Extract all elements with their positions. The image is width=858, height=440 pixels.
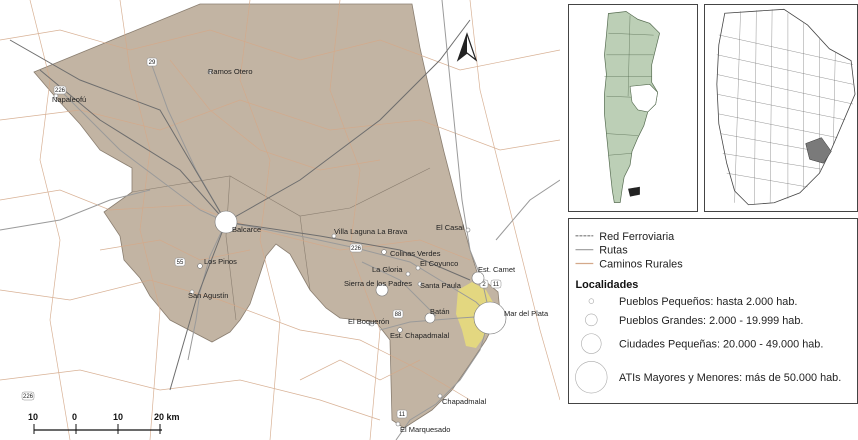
town-label: Balcarce bbox=[232, 225, 261, 234]
inset-map-argentina bbox=[568, 4, 698, 212]
town-label: Ramos Otero bbox=[208, 67, 253, 76]
town-label: Los Pinos bbox=[204, 257, 237, 266]
legend-size-label: Pueblos Pequeños: hasta 2.000 hab. bbox=[619, 296, 797, 308]
town-label: Santa Paula bbox=[420, 281, 462, 290]
scale-bar: 10 0 10 20 km bbox=[28, 412, 180, 434]
town-marker bbox=[207, 69, 213, 75]
town-marker bbox=[369, 321, 375, 327]
town-marker bbox=[331, 233, 337, 239]
town-labels: Ramos Otero Napaleofú Balcarce Los Pinos… bbox=[52, 67, 549, 434]
town-label: El Marquesado bbox=[400, 425, 450, 434]
legend: Red Ferroviaria Rutas Caminos Rurales Lo… bbox=[568, 218, 858, 404]
town-label: Mar del Plata bbox=[504, 309, 549, 318]
town-marker bbox=[465, 227, 471, 233]
town-label: Chapadmalal bbox=[442, 397, 487, 406]
railway bbox=[9, 19, 471, 391]
town-label: San Agustín bbox=[188, 291, 228, 300]
scale-tick: 20 km bbox=[154, 412, 180, 422]
route-shield: 11 bbox=[490, 279, 502, 289]
town-marker bbox=[417, 281, 423, 287]
svg-text:29: 29 bbox=[149, 60, 156, 66]
town-label: Est. Chapadmalal bbox=[390, 331, 450, 340]
town-marker bbox=[189, 289, 195, 295]
legend-size-label: Ciudades Pequeñas: 20.000 - 49.000 hab. bbox=[619, 339, 823, 351]
town-marker bbox=[437, 393, 443, 399]
town-marker bbox=[214, 210, 238, 234]
legend-size-items: Pueblos Pequeños: hasta 2.000 hab. Puebl… bbox=[575, 296, 841, 394]
svg-text:226: 226 bbox=[351, 246, 362, 252]
town-marker bbox=[53, 93, 59, 99]
town-marker bbox=[415, 265, 421, 271]
district-boundaries bbox=[131, 167, 431, 321]
study-area-highlight bbox=[805, 137, 832, 164]
town-label: El Coyunco bbox=[420, 259, 458, 268]
town-marker bbox=[397, 327, 403, 333]
town-marker bbox=[375, 283, 389, 297]
town-label: Napaleofú bbox=[52, 95, 86, 104]
town-marker bbox=[471, 271, 485, 285]
route-shield: 29 bbox=[146, 57, 158, 67]
scale-tick: 10 bbox=[113, 412, 123, 422]
partido-lines bbox=[716, 9, 854, 205]
town-marker bbox=[424, 312, 436, 324]
town-marker bbox=[473, 301, 507, 335]
route-shield: 226 bbox=[21, 391, 35, 401]
svg-text:2: 2 bbox=[482, 282, 486, 288]
town-label: Colinas Verdes bbox=[390, 249, 441, 258]
route-shield: 226 bbox=[349, 243, 363, 253]
svg-text:11: 11 bbox=[399, 412, 406, 418]
town-marker bbox=[197, 263, 203, 269]
town-marker bbox=[395, 421, 401, 427]
svg-text:11: 11 bbox=[493, 282, 500, 288]
route-shield: 11 bbox=[396, 409, 408, 419]
buenos-aires-province bbox=[629, 84, 658, 113]
main-map[interactable]: 29 226 55 226 88 2 11 11 226 Ramos Otero… bbox=[0, 0, 560, 440]
town-label: La Gloria bbox=[372, 265, 403, 274]
legend-title: Localidades bbox=[575, 279, 638, 291]
legend-rural-roads-label: Caminos Rurales bbox=[599, 258, 683, 270]
legend-size-label: ATIs Mayores y Menores: más de 50.000 ha… bbox=[619, 372, 841, 384]
town-label: Est. Camet bbox=[478, 265, 516, 274]
town-label: Batán bbox=[430, 307, 450, 316]
tierra-del-fuego bbox=[628, 186, 640, 197]
route-shields: 29 226 55 226 88 2 11 11 226 bbox=[21, 57, 502, 419]
study-region bbox=[33, 3, 501, 429]
svg-text:55: 55 bbox=[177, 260, 184, 266]
legend-routes-label: Rutas bbox=[599, 245, 628, 257]
legend-line-items: Red Ferroviaria Rutas Caminos Rurales bbox=[575, 231, 683, 270]
route-shield: 55 bbox=[174, 257, 186, 267]
town-label: El Casal bbox=[436, 223, 464, 232]
svg-text:88: 88 bbox=[395, 312, 402, 318]
town-marker bbox=[405, 271, 411, 277]
town-markers bbox=[53, 69, 507, 427]
scale-tick: 0 bbox=[72, 412, 77, 422]
town-marker bbox=[381, 249, 387, 255]
province-lines bbox=[604, 15, 656, 156]
scale-tick: 10 bbox=[28, 412, 38, 422]
svg-text:226: 226 bbox=[55, 88, 66, 94]
route-shield: 88 bbox=[392, 309, 404, 319]
legend-railway-label: Red Ferroviaria bbox=[599, 231, 675, 243]
town-label: El Boquerón bbox=[348, 317, 389, 326]
svg-text:226: 226 bbox=[23, 394, 34, 400]
route-shield: 226 bbox=[53, 85, 67, 95]
town-label: Villa Laguna La Brava bbox=[334, 227, 408, 236]
north-arrow-icon bbox=[456, 32, 478, 62]
argentina-shape bbox=[604, 11, 660, 203]
inset-map-buenos-aires bbox=[704, 4, 858, 212]
legend-size-label: Pueblos Grandes: 2.000 - 19.999 hab. bbox=[619, 315, 803, 327]
town-label: Sierra de los Padres bbox=[344, 279, 412, 288]
